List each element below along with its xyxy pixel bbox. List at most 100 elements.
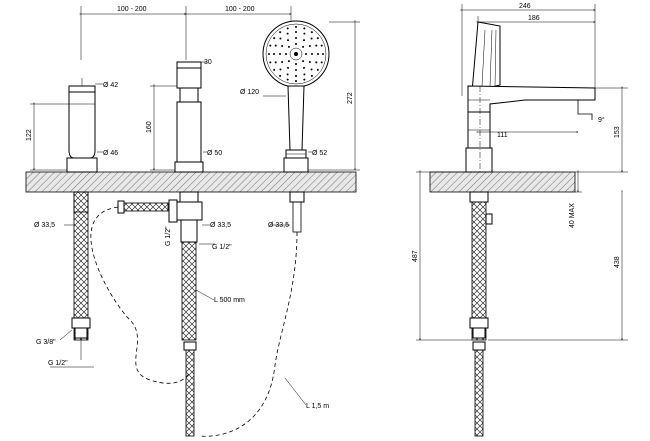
shower-nozzles bbox=[268, 26, 324, 82]
dim-spout-height: 122 bbox=[26, 129, 33, 141]
nozzle-dot bbox=[311, 53, 313, 55]
dim-hole-3: Ø 33,5 bbox=[268, 222, 289, 229]
dim-valve-height: 160 bbox=[146, 121, 153, 133]
dim-height: 153 bbox=[614, 126, 621, 138]
nozzle-dot bbox=[268, 53, 270, 55]
hand-shower-side bbox=[471, 21, 501, 93]
nozzle-dot bbox=[310, 74, 313, 77]
dim-under-right: 438 bbox=[614, 256, 621, 268]
nozzle-dot bbox=[315, 61, 318, 64]
nozzle-dot bbox=[303, 39, 305, 42]
nozzle-dot bbox=[295, 75, 297, 77]
leader-line bbox=[284, 377, 307, 406]
nozzle-dot bbox=[295, 80, 297, 82]
dim-hose-500: L 500 mm bbox=[214, 297, 245, 304]
dim-g38: G 3/8" bbox=[36, 339, 56, 346]
nozzle-dot bbox=[295, 69, 297, 71]
nozzle-dot bbox=[285, 53, 287, 55]
nozzle-dot bbox=[303, 73, 306, 76]
holder-under-nut bbox=[289, 191, 305, 203]
valve-front bbox=[174, 61, 204, 173]
nozzle-dot bbox=[273, 68, 276, 71]
dim-under-left: 487 bbox=[412, 250, 419, 262]
dim-offset: 111 bbox=[497, 132, 508, 139]
spout-fitting bbox=[71, 317, 91, 360]
nozzle-dot bbox=[279, 37, 282, 40]
leader-line bbox=[195, 289, 215, 301]
nozzle-dot bbox=[310, 37, 313, 40]
nozzle-dot bbox=[302, 60, 305, 63]
side-view: 246 186 111 9° 153 40 MA bbox=[412, 3, 628, 437]
nozzle-dot bbox=[286, 27, 289, 30]
dashed-hose-connector bbox=[90, 206, 191, 384]
nozzle-dot bbox=[316, 68, 319, 71]
nozzle-dot bbox=[315, 44, 318, 47]
nozzle-dot bbox=[274, 61, 277, 64]
dim-spacing-right: 100 - 200 bbox=[225, 6, 255, 13]
nozzle-dot bbox=[281, 45, 284, 47]
dim-deck-max: 40 MAX bbox=[569, 203, 576, 228]
nozzle-dot bbox=[295, 31, 297, 33]
nozzle-dot bbox=[286, 73, 289, 76]
dim-g12-bottom: G 1/2" bbox=[48, 360, 68, 367]
deck-slab-side bbox=[429, 171, 576, 193]
dim-holder-base-dia: Ø 52 bbox=[312, 150, 327, 157]
nozzle-dot bbox=[279, 68, 282, 71]
holder-under-stem bbox=[292, 201, 302, 233]
nozzle-dot bbox=[287, 45, 290, 48]
dim-valve-base-dia: Ø 50 bbox=[207, 150, 222, 157]
nozzle-dot bbox=[273, 53, 275, 55]
dim-spout-dia: Ø 42 bbox=[103, 82, 118, 89]
nozzle-dot bbox=[295, 63, 297, 65]
nozzle-dot bbox=[308, 61, 311, 63]
dim-hose-15: L 1,5 m bbox=[306, 403, 329, 410]
hand-shower-front bbox=[262, 20, 330, 173]
nozzle-dot bbox=[310, 68, 313, 71]
nozzle-dot bbox=[269, 44, 272, 47]
dim-reach-total: 246 bbox=[519, 3, 531, 10]
nozzle-dot bbox=[305, 53, 307, 55]
dim-handle-width: 30 bbox=[204, 59, 212, 66]
nozzle-dot bbox=[303, 32, 306, 35]
nozzle-dot bbox=[279, 74, 282, 77]
dim-thread-g12-vert: G 1/2" bbox=[165, 226, 172, 246]
nozzle-dot bbox=[295, 26, 297, 28]
nozzle-dot bbox=[286, 32, 289, 35]
nozzle-dot bbox=[279, 53, 281, 55]
nozzle-dot bbox=[286, 78, 289, 81]
nozzle-dot bbox=[303, 66, 305, 69]
dim-total-height: 272 bbox=[347, 92, 354, 104]
dim-hole-1: Ø 33,5 bbox=[34, 222, 55, 229]
nozzle-dot bbox=[281, 61, 284, 63]
nozzle-dot bbox=[273, 37, 276, 40]
nozzle-dot bbox=[316, 37, 319, 40]
valve-flex-hose bbox=[185, 347, 195, 437]
dim-spout-base-dia: Ø 46 bbox=[103, 150, 118, 157]
nozzle-dot bbox=[295, 37, 297, 39]
nozzle-dot bbox=[322, 53, 324, 55]
spout-side bbox=[465, 85, 596, 173]
dim-hole-2: Ø 33,5 bbox=[210, 222, 231, 229]
nozzle-dot bbox=[320, 61, 323, 64]
dashed-shower-hose bbox=[199, 231, 298, 437]
nozzle-dot bbox=[303, 78, 306, 81]
nozzle-dot bbox=[317, 53, 319, 55]
nozzle-dot bbox=[279, 31, 282, 34]
dim-shower-dia: Ø 120 bbox=[240, 89, 259, 96]
deck-slab-front bbox=[25, 171, 357, 193]
side-under bbox=[469, 191, 493, 437]
valve-under bbox=[117, 191, 203, 341]
nozzle-dot bbox=[274, 44, 277, 47]
leader-line bbox=[59, 329, 73, 341]
nozzle-dot bbox=[302, 45, 305, 48]
nozzle-dot bbox=[303, 27, 306, 30]
front-view: 100 - 200 100 - 200 122 Ø 42 Ø 46 30 bbox=[25, 6, 360, 437]
dim-thread-g12-horiz: G 1/2" bbox=[212, 244, 232, 251]
nozzle-dot bbox=[320, 44, 323, 47]
dim-reach-spout: 186 bbox=[528, 15, 540, 22]
spout-front bbox=[66, 78, 98, 173]
nozzle-dot bbox=[295, 43, 297, 45]
nozzle-dot bbox=[287, 66, 289, 69]
nozzle-dot bbox=[308, 45, 311, 47]
